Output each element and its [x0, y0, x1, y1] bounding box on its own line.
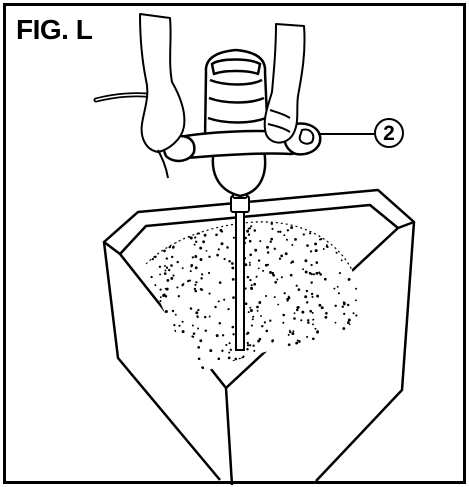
callout-number: 2	[374, 118, 404, 148]
speed-switch	[298, 128, 315, 145]
bucket-left-face	[102, 241, 221, 481]
gear-housing	[211, 148, 267, 198]
figure-label: FIG. L	[16, 14, 93, 45]
hands	[139, 13, 306, 179]
drill-mixer	[162, 48, 322, 198]
left-hand	[139, 13, 186, 153]
bucket-front-edge	[224, 387, 234, 486]
bucket-right-face	[315, 221, 416, 482]
bucket-inner-rim	[119, 203, 399, 255]
mix-surface-outline	[145, 221, 353, 271]
right-hand	[263, 23, 306, 144]
battery-cap	[210, 58, 262, 76]
